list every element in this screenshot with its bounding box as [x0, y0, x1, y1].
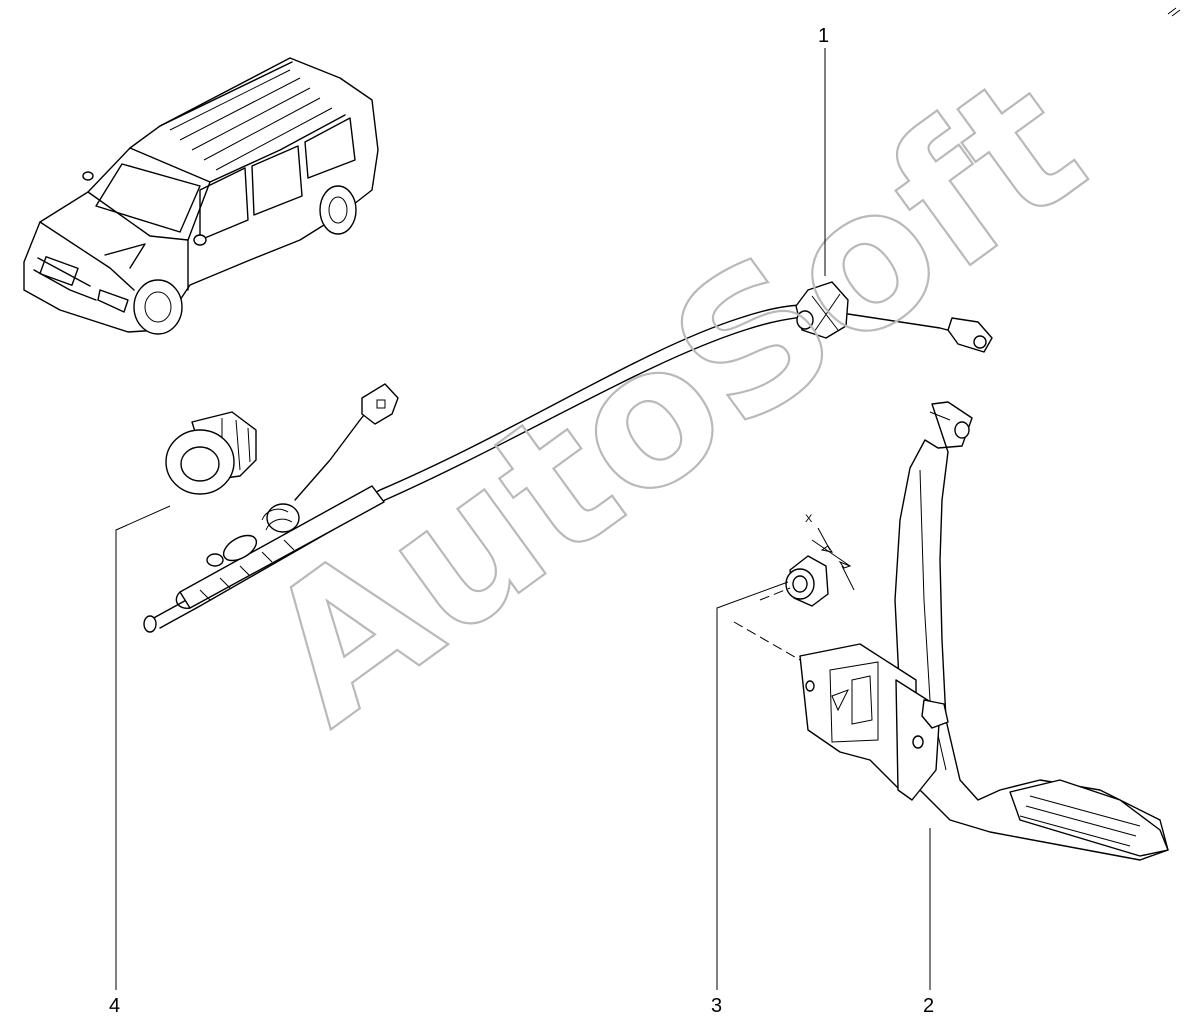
dimension-x-indicator: X [805, 513, 855, 591]
callout-1: 1 [818, 25, 829, 47]
leader-line-4 [115, 505, 171, 990]
grommet [165, 411, 257, 495]
callout-2: 2 [923, 995, 934, 1017]
accelerator-cable [143, 281, 993, 633]
corner-mark [1167, 7, 1181, 17]
dimension-x-label: X [805, 513, 813, 525]
accelerator-pedal [799, 401, 1169, 861]
callout-4: 4 [109, 995, 120, 1017]
vehicle-illustration [23, 57, 379, 335]
callout-3: 3 [711, 995, 722, 1017]
leader-line-3 [716, 581, 789, 990]
clip-bushing [733, 555, 829, 661]
leader-lines [115, 48, 931, 990]
